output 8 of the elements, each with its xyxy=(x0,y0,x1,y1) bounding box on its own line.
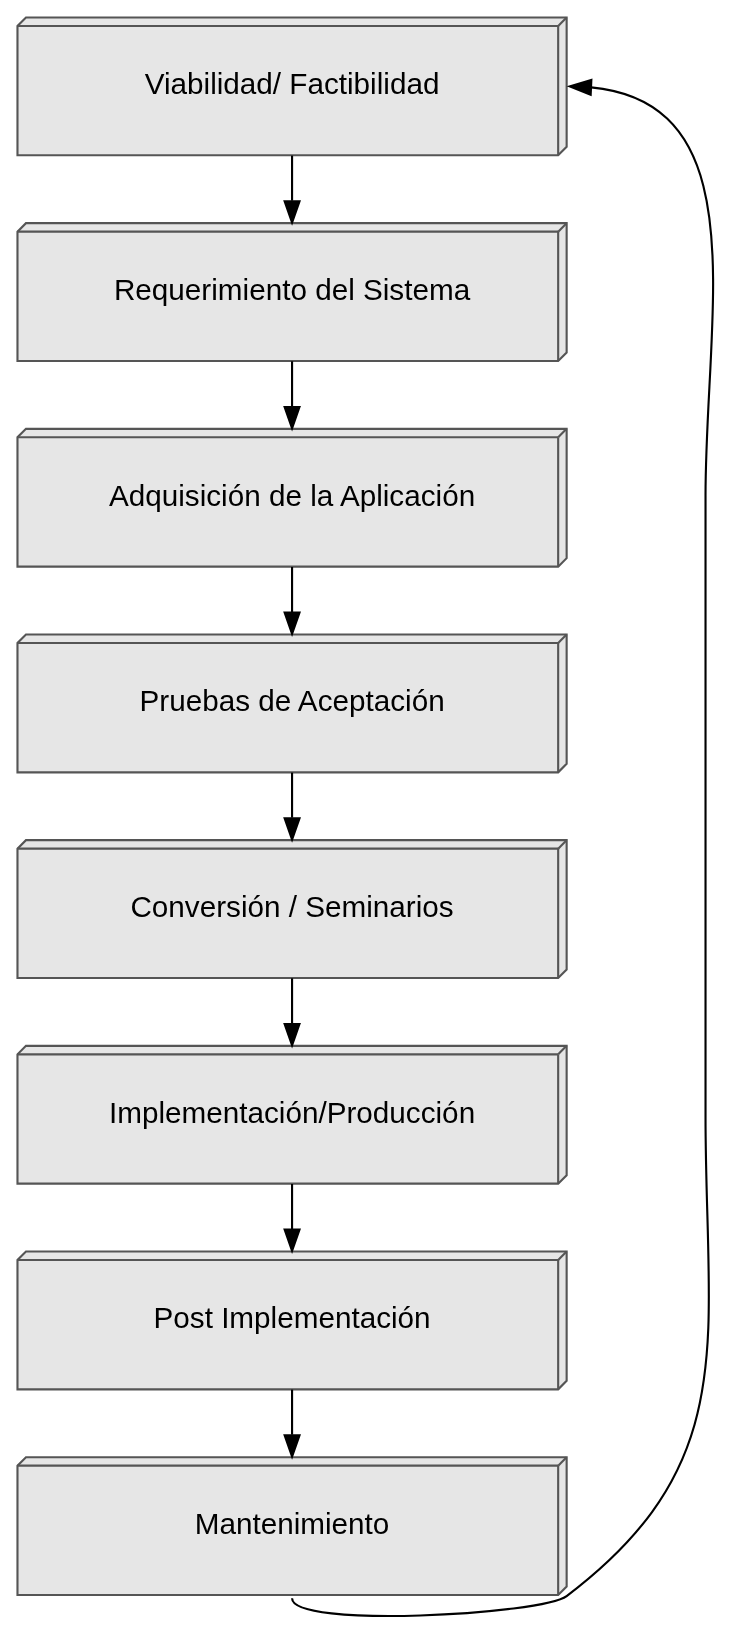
arrow xyxy=(282,566,301,638)
arrow xyxy=(282,361,301,432)
arrow xyxy=(282,772,301,843)
arrow xyxy=(290,78,714,1617)
arrow xyxy=(282,1389,301,1460)
arrow xyxy=(282,1183,301,1255)
arrow xyxy=(282,155,301,226)
arrow xyxy=(282,978,301,1049)
